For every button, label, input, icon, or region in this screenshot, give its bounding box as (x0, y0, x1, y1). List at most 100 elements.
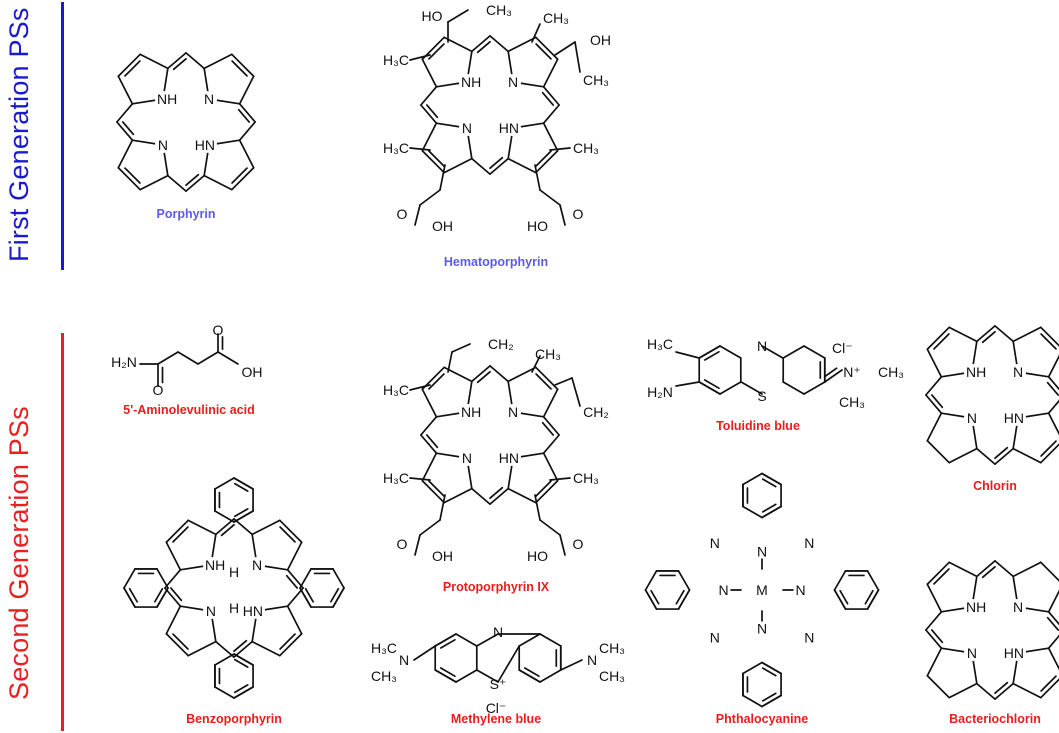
label-protoporphyrin: Protoporphyrin IX (442, 580, 550, 594)
atom-o: O (573, 536, 584, 552)
atom-n: N (493, 624, 503, 640)
atom-ho: HO (527, 218, 548, 234)
atom-nh: NH (966, 599, 986, 615)
atom-ch3: CH₃ (573, 140, 599, 156)
atom-n: N (710, 535, 720, 551)
atom-n: N (967, 645, 977, 661)
atom-n: N (1013, 364, 1023, 380)
atom-nh: NH (966, 364, 986, 380)
atom-h2n: H₂N (647, 384, 673, 400)
atom-s_plus: S⁺ (490, 676, 507, 692)
label-benzoporphyrin: Benzoporphyrin (186, 712, 282, 726)
atom-o: O (397, 536, 408, 552)
atom-m: M (756, 582, 768, 598)
bacteriochlorin-structure: NH N HN N (925, 560, 1059, 700)
first-generation-bar (61, 2, 64, 270)
atom-n: N (1013, 599, 1023, 615)
atom-n: N (399, 652, 409, 668)
atom-ch3: CH₃ (599, 640, 625, 656)
atom-n: N (804, 535, 814, 551)
atom-o: O (153, 382, 164, 398)
atom-nh: NH (461, 404, 481, 420)
atom-h3c: H₃C (383, 140, 409, 156)
atom-n: N (967, 410, 977, 426)
atom-hn: HN (1004, 645, 1024, 661)
atom-ch3: CH₃ (535, 346, 561, 362)
atom-h3c: H₃C (371, 640, 397, 656)
atom-ho: HO (527, 548, 548, 564)
atom-n_plus: N⁺ (843, 364, 861, 380)
atom-n: N (508, 74, 518, 90)
atom-h3c: H₃C (383, 382, 409, 398)
atom-h2n: H₂N (111, 354, 137, 370)
atom-n: N (206, 603, 216, 619)
atom-h3c: H₃C (383, 470, 409, 486)
atom-n: N (710, 629, 720, 645)
atom-n: N (795, 582, 805, 598)
atom-nh: NH (205, 557, 225, 573)
atom-n: N (757, 338, 767, 354)
atom-ch3: CH₃ (583, 72, 609, 88)
toluidine-blue-structure: N S H₃C H₂N N⁺ CH₃ CH₃ Cl⁻ (647, 336, 904, 410)
atom-hn: HN (1004, 410, 1024, 426)
atom-ch3: CH₃ (839, 394, 865, 410)
label-bacteriochlorin: Bacteriochlorin (949, 712, 1041, 726)
atom-n: N (718, 582, 728, 598)
atom-ch2: CH₂ (488, 336, 514, 352)
label-toluidine-blue: Toluidine blue (716, 419, 800, 433)
atom-nh: NH (461, 74, 481, 90)
atom-hn: HN (499, 450, 519, 466)
phthalocyanine-structure: N N N N N N N N M (644, 472, 880, 708)
atom-h3c: H₃C (647, 336, 673, 352)
atom-n: N (804, 629, 814, 645)
atom-oh: OH (432, 218, 453, 234)
atom-ch2: CH₂ (583, 404, 609, 420)
atom-hn: HN (243, 603, 263, 619)
atom-oh: OH (242, 364, 263, 380)
atom-nh: NH (157, 91, 177, 107)
atom-oh: OH (432, 548, 453, 564)
atom-o: O (573, 206, 584, 222)
atom-hn: HN (499, 120, 519, 136)
atom-o: O (213, 322, 224, 338)
atom-n: N (462, 120, 472, 136)
atom-n: N (587, 652, 597, 668)
chlorin-structure: NH N HN N (925, 325, 1059, 465)
label-hematoporphyrin: Hematoporphyrin (443, 255, 549, 269)
atom-ch3: CH₃ (878, 364, 904, 380)
porphyrin-structure: NH N HN N (116, 52, 256, 192)
atom-oh: OH (590, 32, 611, 48)
atom-hn: HN (195, 137, 215, 153)
atom-h: H (229, 600, 239, 616)
atom-n: N (757, 544, 767, 560)
atom-ho: HO (422, 8, 443, 24)
atom-h: H (229, 564, 239, 580)
atom-s: S (757, 388, 766, 404)
atom-n: N (462, 450, 472, 466)
atom-ch3: CH₃ (573, 470, 599, 486)
atom-n: N (508, 404, 518, 420)
label-chlorin: Chlorin (973, 479, 1017, 493)
atom-cl: Cl⁻ (486, 700, 507, 716)
atom-cl: Cl⁻ (832, 340, 853, 356)
atom-n: N (757, 621, 767, 637)
protoporphyrin-structure: NH N HN N CH₂ CH₃ CH₂ H₃C H₃C CH₃ OH O HO O (383, 336, 609, 564)
label-phthalocyanine: Phthalocyanine (715, 712, 809, 726)
atom-n: N (204, 91, 214, 107)
label-porphyrin: Porphyrin (156, 207, 216, 221)
atom-n: N (158, 137, 168, 153)
atom-ch3: CH₃ (371, 668, 397, 684)
hematoporphyrin-structure: NH N HN N HO CH₃ CH₃ OH CH₃ H₃C H₃C CH₃ OH O HO O (383, 2, 611, 234)
label-methylene-blue: Methylene blue (450, 712, 542, 726)
atom-h3c: H₃C (383, 52, 409, 68)
aminolevulinic-acid-structure: H₂N O OH O (111, 322, 262, 398)
atom-ch3: CH₃ (486, 2, 512, 18)
atom-o: O (397, 206, 408, 222)
second-generation-bar (61, 333, 64, 731)
atom-ch3: CH₃ (543, 10, 569, 26)
atom-ch3: CH₃ (599, 668, 625, 684)
atom-n: N (252, 557, 262, 573)
